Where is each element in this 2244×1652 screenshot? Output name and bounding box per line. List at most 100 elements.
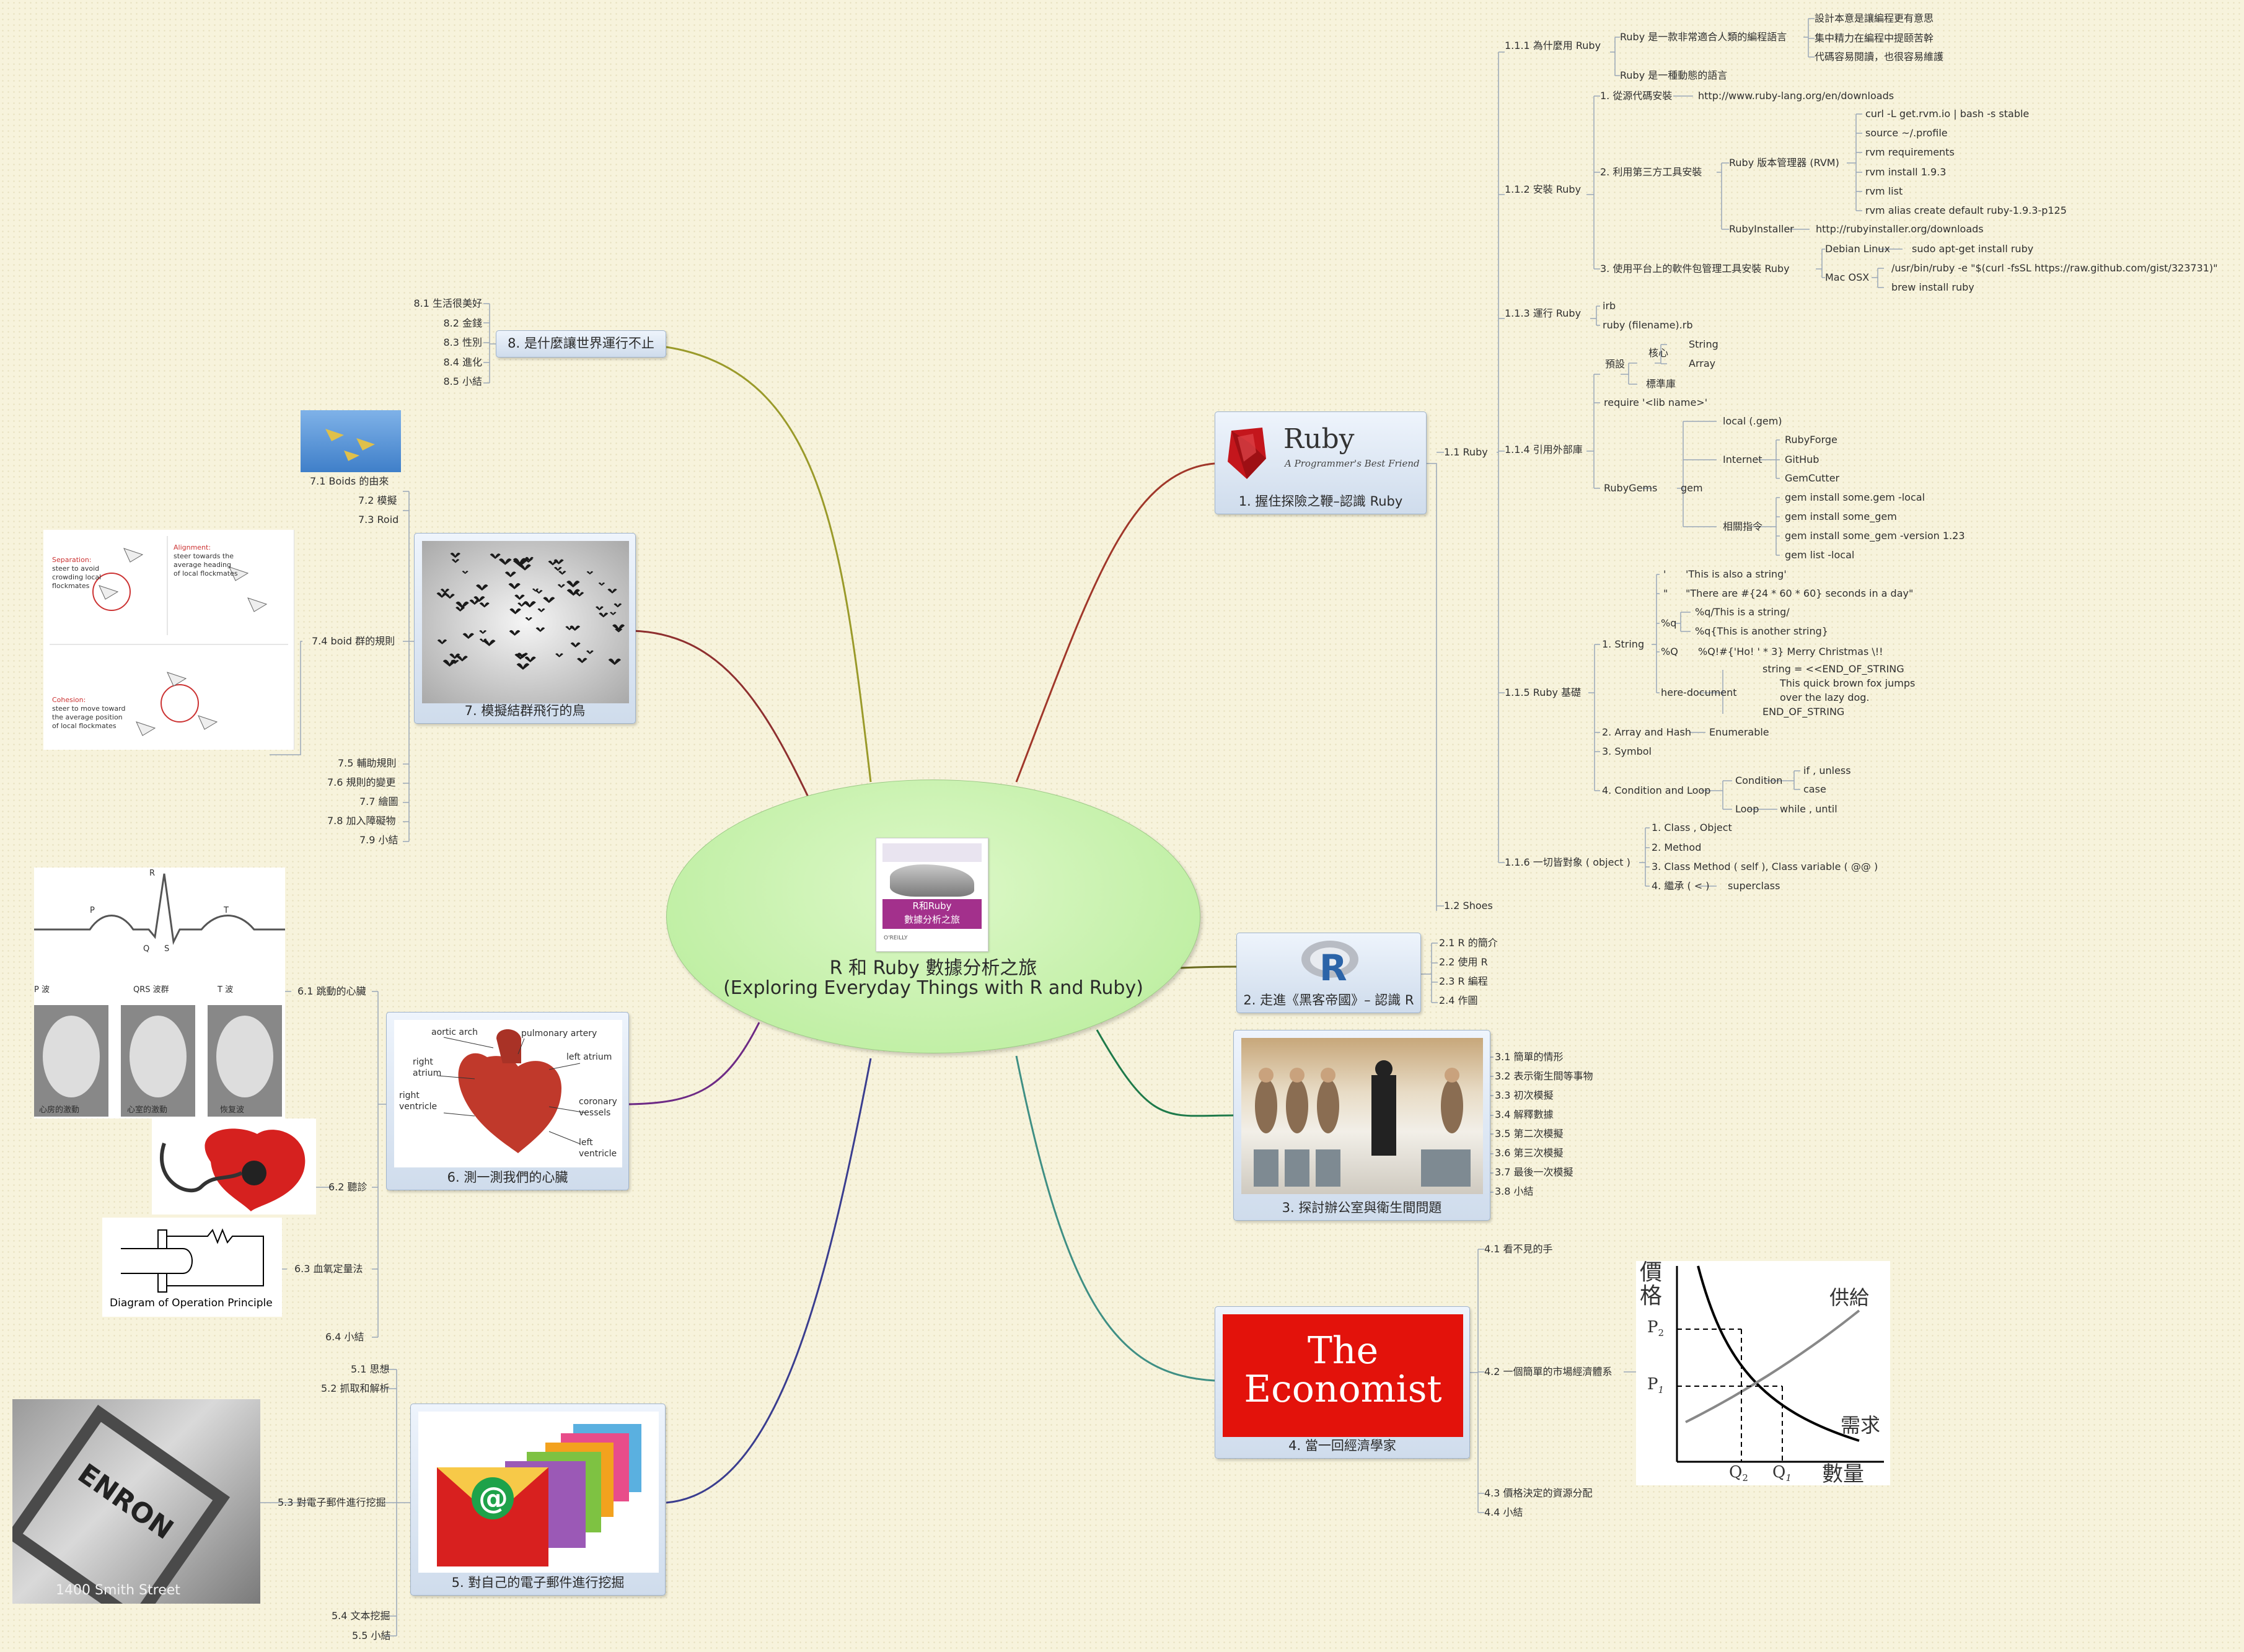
gem[interactable]: gem bbox=[1681, 482, 1703, 494]
quote-single[interactable]: ' bbox=[1663, 568, 1666, 580]
lib-core[interactable]: 核心 bbox=[1648, 347, 1669, 359]
rvm-cmd-3[interactable]: rvm requirements bbox=[1865, 146, 1955, 158]
topic-1-1[interactable]: 1.1 Ruby bbox=[1444, 446, 1488, 458]
birds-item-7[interactable]: 7.7 繪圖 bbox=[359, 796, 398, 807]
percent-Q[interactable]: %Q bbox=[1661, 646, 1678, 657]
run-file[interactable]: ruby (filename).rb bbox=[1603, 319, 1693, 331]
econ-item-1[interactable]: 4.1 看不見的手 bbox=[1484, 1243, 1553, 1255]
world-item-3[interactable]: 8.3 性別 bbox=[443, 336, 482, 348]
quote-single-example[interactable]: 'This is also a string' bbox=[1686, 568, 1787, 580]
gem-internet[interactable]: Internet bbox=[1723, 454, 1762, 465]
birds-item-2[interactable]: 7.2 模擬 bbox=[358, 494, 397, 506]
object-1[interactable]: 1. Class , Object bbox=[1652, 822, 1732, 833]
rubyinstaller-url[interactable]: http://rubyinstaller.org/downloads bbox=[1816, 223, 1984, 235]
r-item-2[interactable]: 2.2 使用 R bbox=[1439, 956, 1488, 968]
basics-enumerable[interactable]: Enumerable bbox=[1709, 726, 1769, 738]
lib-preset[interactable]: 預設 bbox=[1605, 358, 1626, 370]
office-item-1[interactable]: 3.1 簡單的情形 bbox=[1495, 1051, 1564, 1063]
topic-1-2[interactable]: 1.2 Shoes bbox=[1444, 900, 1493, 912]
install-2[interactable]: 2. 利用第三方工具安裝 bbox=[1600, 166, 1702, 178]
basics-string[interactable]: 1. String bbox=[1602, 638, 1645, 650]
econ-item-3[interactable]: 4.3 價格決定的資源分配 bbox=[1484, 1487, 1593, 1499]
gem-cmd-2[interactable]: gem install some_gem bbox=[1785, 511, 1897, 522]
branch-ruby[interactable]: Ruby A Programmer's Best Friend 1. 握住探險之… bbox=[1215, 411, 1427, 514]
object-4[interactable]: 4. 繼承 ( < ) bbox=[1652, 880, 1710, 892]
rvm-cmd-2[interactable]: source ~/.profile bbox=[1865, 127, 1948, 139]
mac-cmd-1[interactable]: /usr/bin/ruby -e "$(curl -fsSL https://r… bbox=[1891, 262, 2218, 274]
heart-item-4[interactable]: 6.4 小結 bbox=[325, 1331, 364, 1343]
world-item-5[interactable]: 8.5 小結 bbox=[443, 376, 482, 387]
object-3[interactable]: 3. Class Method ( self ), Class variable… bbox=[1652, 861, 1878, 872]
gem-github[interactable]: GitHub bbox=[1785, 454, 1819, 465]
world-item-1[interactable]: 8.1 生活很美好 bbox=[413, 297, 482, 309]
email-item-1[interactable]: 5.1 思想 bbox=[351, 1363, 390, 1375]
r-item-4[interactable]: 2.4 作圖 bbox=[1439, 995, 1478, 1006]
rvm[interactable]: Ruby 版本管理器 (RVM) bbox=[1729, 157, 1839, 169]
heart-item-3[interactable]: 6.3 血氧定量法 bbox=[294, 1263, 363, 1275]
percent-q-2[interactable]: %q{This is another string} bbox=[1695, 625, 1828, 637]
why-1a[interactable]: 設計本意是讓編程更有意思 bbox=[1815, 12, 1934, 24]
email-item-4[interactable]: 5.4 文本挖掘 bbox=[332, 1610, 390, 1622]
branch-birds[interactable]: 7. 模擬結群飛行的鳥 bbox=[414, 533, 636, 724]
run-irb[interactable]: irb bbox=[1603, 300, 1616, 312]
debian[interactable]: Debian Linux bbox=[1825, 243, 1890, 255]
econ-item-4[interactable]: 4.4 小結 bbox=[1484, 1506, 1523, 1518]
mac[interactable]: Mac OSX bbox=[1825, 271, 1870, 283]
lib-string[interactable]: String bbox=[1689, 338, 1718, 350]
gem-gemcutter[interactable]: GemCutter bbox=[1785, 472, 1840, 484]
why-2[interactable]: Ruby 是一種動態的語言 bbox=[1620, 69, 1728, 81]
world-item-2[interactable]: 8.2 金錢 bbox=[443, 317, 482, 329]
office-item-2[interactable]: 3.2 表示衛生間等事物 bbox=[1495, 1070, 1593, 1082]
office-item-7[interactable]: 3.7 最後一次模擬 bbox=[1495, 1166, 1573, 1178]
basics-symbol[interactable]: 3. Symbol bbox=[1602, 745, 1652, 757]
email-item-5[interactable]: 5.5 小結 bbox=[352, 1630, 391, 1641]
percent-q-1[interactable]: %q/This is a string/ bbox=[1695, 606, 1790, 618]
email-item-2[interactable]: 5.2 抓取和解析 bbox=[321, 1382, 390, 1394]
quote-double-example[interactable]: "There are #{24 * 60 * 60} seconds in a … bbox=[1686, 587, 1914, 599]
birds-item-3[interactable]: 7.3 Roid bbox=[358, 514, 399, 525]
lib-stdlib[interactable]: 標準庫 bbox=[1646, 378, 1676, 390]
basics-array-hash[interactable]: 2. Array and Hash bbox=[1602, 726, 1692, 738]
office-item-3[interactable]: 3.3 初次模擬 bbox=[1495, 1089, 1554, 1101]
topic-1-1-6[interactable]: 1.1.6 一切皆對象 ( object ) bbox=[1505, 856, 1630, 868]
topic-1-1-2[interactable]: 1.1.2 安裝 Ruby bbox=[1505, 183, 1582, 195]
topic-1-1-5[interactable]: 1.1.5 Ruby 基礎 bbox=[1505, 687, 1582, 698]
r-item-1[interactable]: 2.1 R 的簡介 bbox=[1439, 937, 1498, 949]
gem-cmd-1[interactable]: gem install some.gem -local bbox=[1785, 491, 1925, 503]
office-item-8[interactable]: 3.8 小結 bbox=[1495, 1185, 1534, 1197]
rvm-cmd-6[interactable]: rvm alias create default ruby-1.9.3-p125 bbox=[1865, 204, 2067, 216]
rvm-cmd-1[interactable]: curl -L get.rvm.io | bash -s stable bbox=[1865, 108, 2030, 120]
object-2[interactable]: 2. Method bbox=[1652, 841, 1702, 853]
lib-array[interactable]: Array bbox=[1689, 358, 1716, 369]
why-1c[interactable]: 代碼容易閱讀，也很容易維護 bbox=[1815, 51, 1944, 63]
install-3[interactable]: 3. 使用平台上的軟件包管理工具安裝 Ruby bbox=[1600, 263, 1790, 275]
branch-world[interactable]: 8. 是什麼讓世界運行不止 bbox=[496, 330, 666, 358]
install-1-url[interactable]: http://www.ruby-lang.org/en/downloads bbox=[1698, 90, 1894, 102]
heart-item-2[interactable]: 6.2 聽診 bbox=[328, 1181, 367, 1193]
birds-item-6[interactable]: 7.6 規則的變更 bbox=[327, 776, 396, 788]
rubygems[interactable]: RubyGems bbox=[1604, 482, 1658, 494]
econ-item-2[interactable]: 4.2 一個簡單的市場經濟體系 bbox=[1484, 1366, 1613, 1377]
branch-r[interactable]: R 2. 走進《黑客帝國》– 認識 R bbox=[1236, 933, 1421, 1013]
debian-cmd[interactable]: sudo apt-get install ruby bbox=[1912, 243, 2034, 255]
gem-local[interactable]: local (.gem) bbox=[1723, 415, 1782, 427]
condition[interactable]: Condition bbox=[1735, 775, 1783, 786]
basics-condition-loop[interactable]: 4. Condition and Loop bbox=[1602, 784, 1711, 796]
birds-item-4[interactable]: 7.4 boid 群的規則 bbox=[312, 635, 395, 647]
r-item-3[interactable]: 2.3 R 編程 bbox=[1439, 975, 1488, 987]
why-1b[interactable]: 集中精力在編程中提颐苦幹 bbox=[1815, 32, 1934, 44]
condition-case[interactable]: case bbox=[1803, 783, 1826, 795]
birds-item-5[interactable]: 7.5 輔助規則 bbox=[338, 757, 397, 769]
gem-rubyforge[interactable]: RubyForge bbox=[1785, 434, 1837, 446]
rvm-cmd-4[interactable]: rvm install 1.9.3 bbox=[1865, 166, 1947, 178]
branch-heart[interactable]: aortic arch pulmonary artery right atriu… bbox=[386, 1012, 629, 1190]
quote-double[interactable]: " bbox=[1663, 587, 1668, 599]
object-superclass[interactable]: superclass bbox=[1728, 880, 1780, 892]
percent-Q-example[interactable]: %Q!#{'Ho! ' * 3} Merry Christmas \!! bbox=[1698, 646, 1883, 657]
loop[interactable]: Loop bbox=[1735, 803, 1759, 815]
gem-commands[interactable]: 相關指令 bbox=[1723, 521, 1763, 532]
topic-1-1-3[interactable]: 1.1.3 運行 Ruby bbox=[1505, 307, 1582, 319]
lib-require[interactable]: require '<lib name>' bbox=[1604, 397, 1708, 408]
why-1[interactable]: Ruby 是一款非常適合人類的編程語言 bbox=[1620, 31, 1787, 43]
percent-q[interactable]: %q bbox=[1661, 617, 1677, 629]
